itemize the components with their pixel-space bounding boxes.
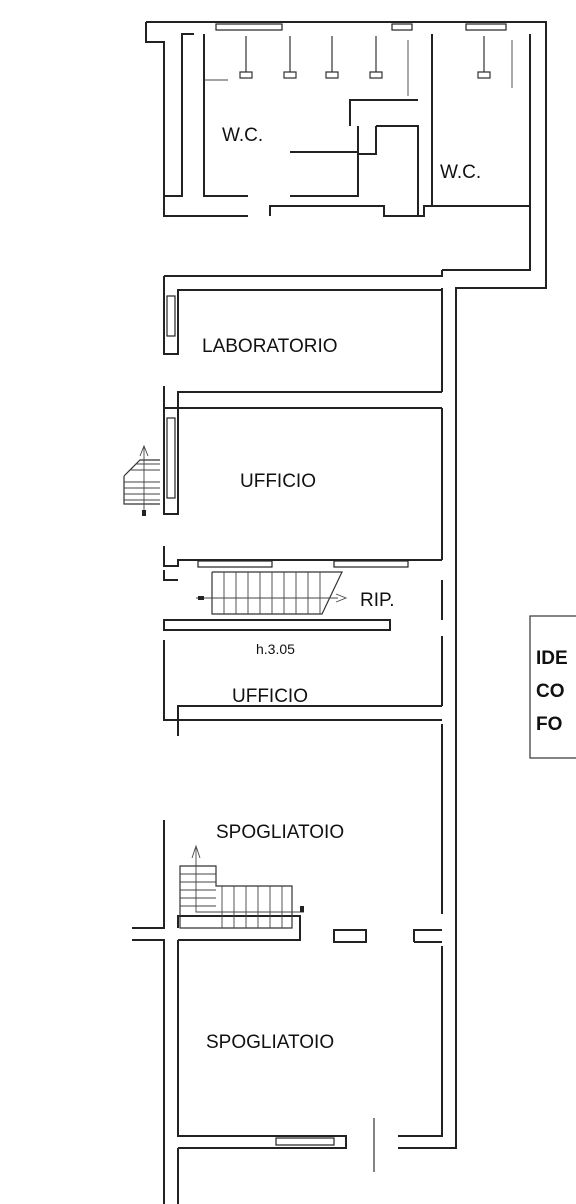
room-label-ripostiglio: RIP. (360, 590, 395, 611)
room-label-laboratorio: LABORATORIO (202, 336, 338, 357)
internal-stair-2 (179, 844, 304, 929)
window-bottom (275, 1137, 335, 1146)
room-label-wc-left: W.C. (222, 125, 263, 146)
legend-box (529, 615, 576, 759)
main-walls (132, 276, 457, 1204)
window-stair-top-2 (333, 560, 409, 568)
legend-line-2: CO (536, 681, 565, 702)
exterior-stair-1 (123, 444, 160, 516)
window-ufficio (166, 417, 176, 499)
room-label-wc-right: W.C. (440, 162, 481, 183)
room-label-spogliatoio-1: SPOGLIATOIO (216, 822, 344, 843)
room-label-ufficio-2: UFFICIO (232, 686, 308, 707)
window-top-mid (391, 23, 413, 31)
window-top-left (215, 23, 283, 31)
internal-stair (196, 571, 348, 615)
room-label-ufficio-1: UFFICIO (240, 471, 316, 492)
legend-line-3: FO (536, 714, 562, 735)
sanitary-fixtures (204, 36, 513, 96)
window-stair-top (197, 560, 273, 568)
wc-block-walls (145, 21, 547, 1149)
window-top-right (465, 23, 507, 31)
room-label-spogliatoio-2: SPOGLIATOIO (206, 1032, 334, 1053)
window-laboratorio (166, 295, 176, 337)
legend-line-1: IDE (536, 648, 568, 669)
ceiling-height-note: h.3.05 (256, 641, 295, 657)
